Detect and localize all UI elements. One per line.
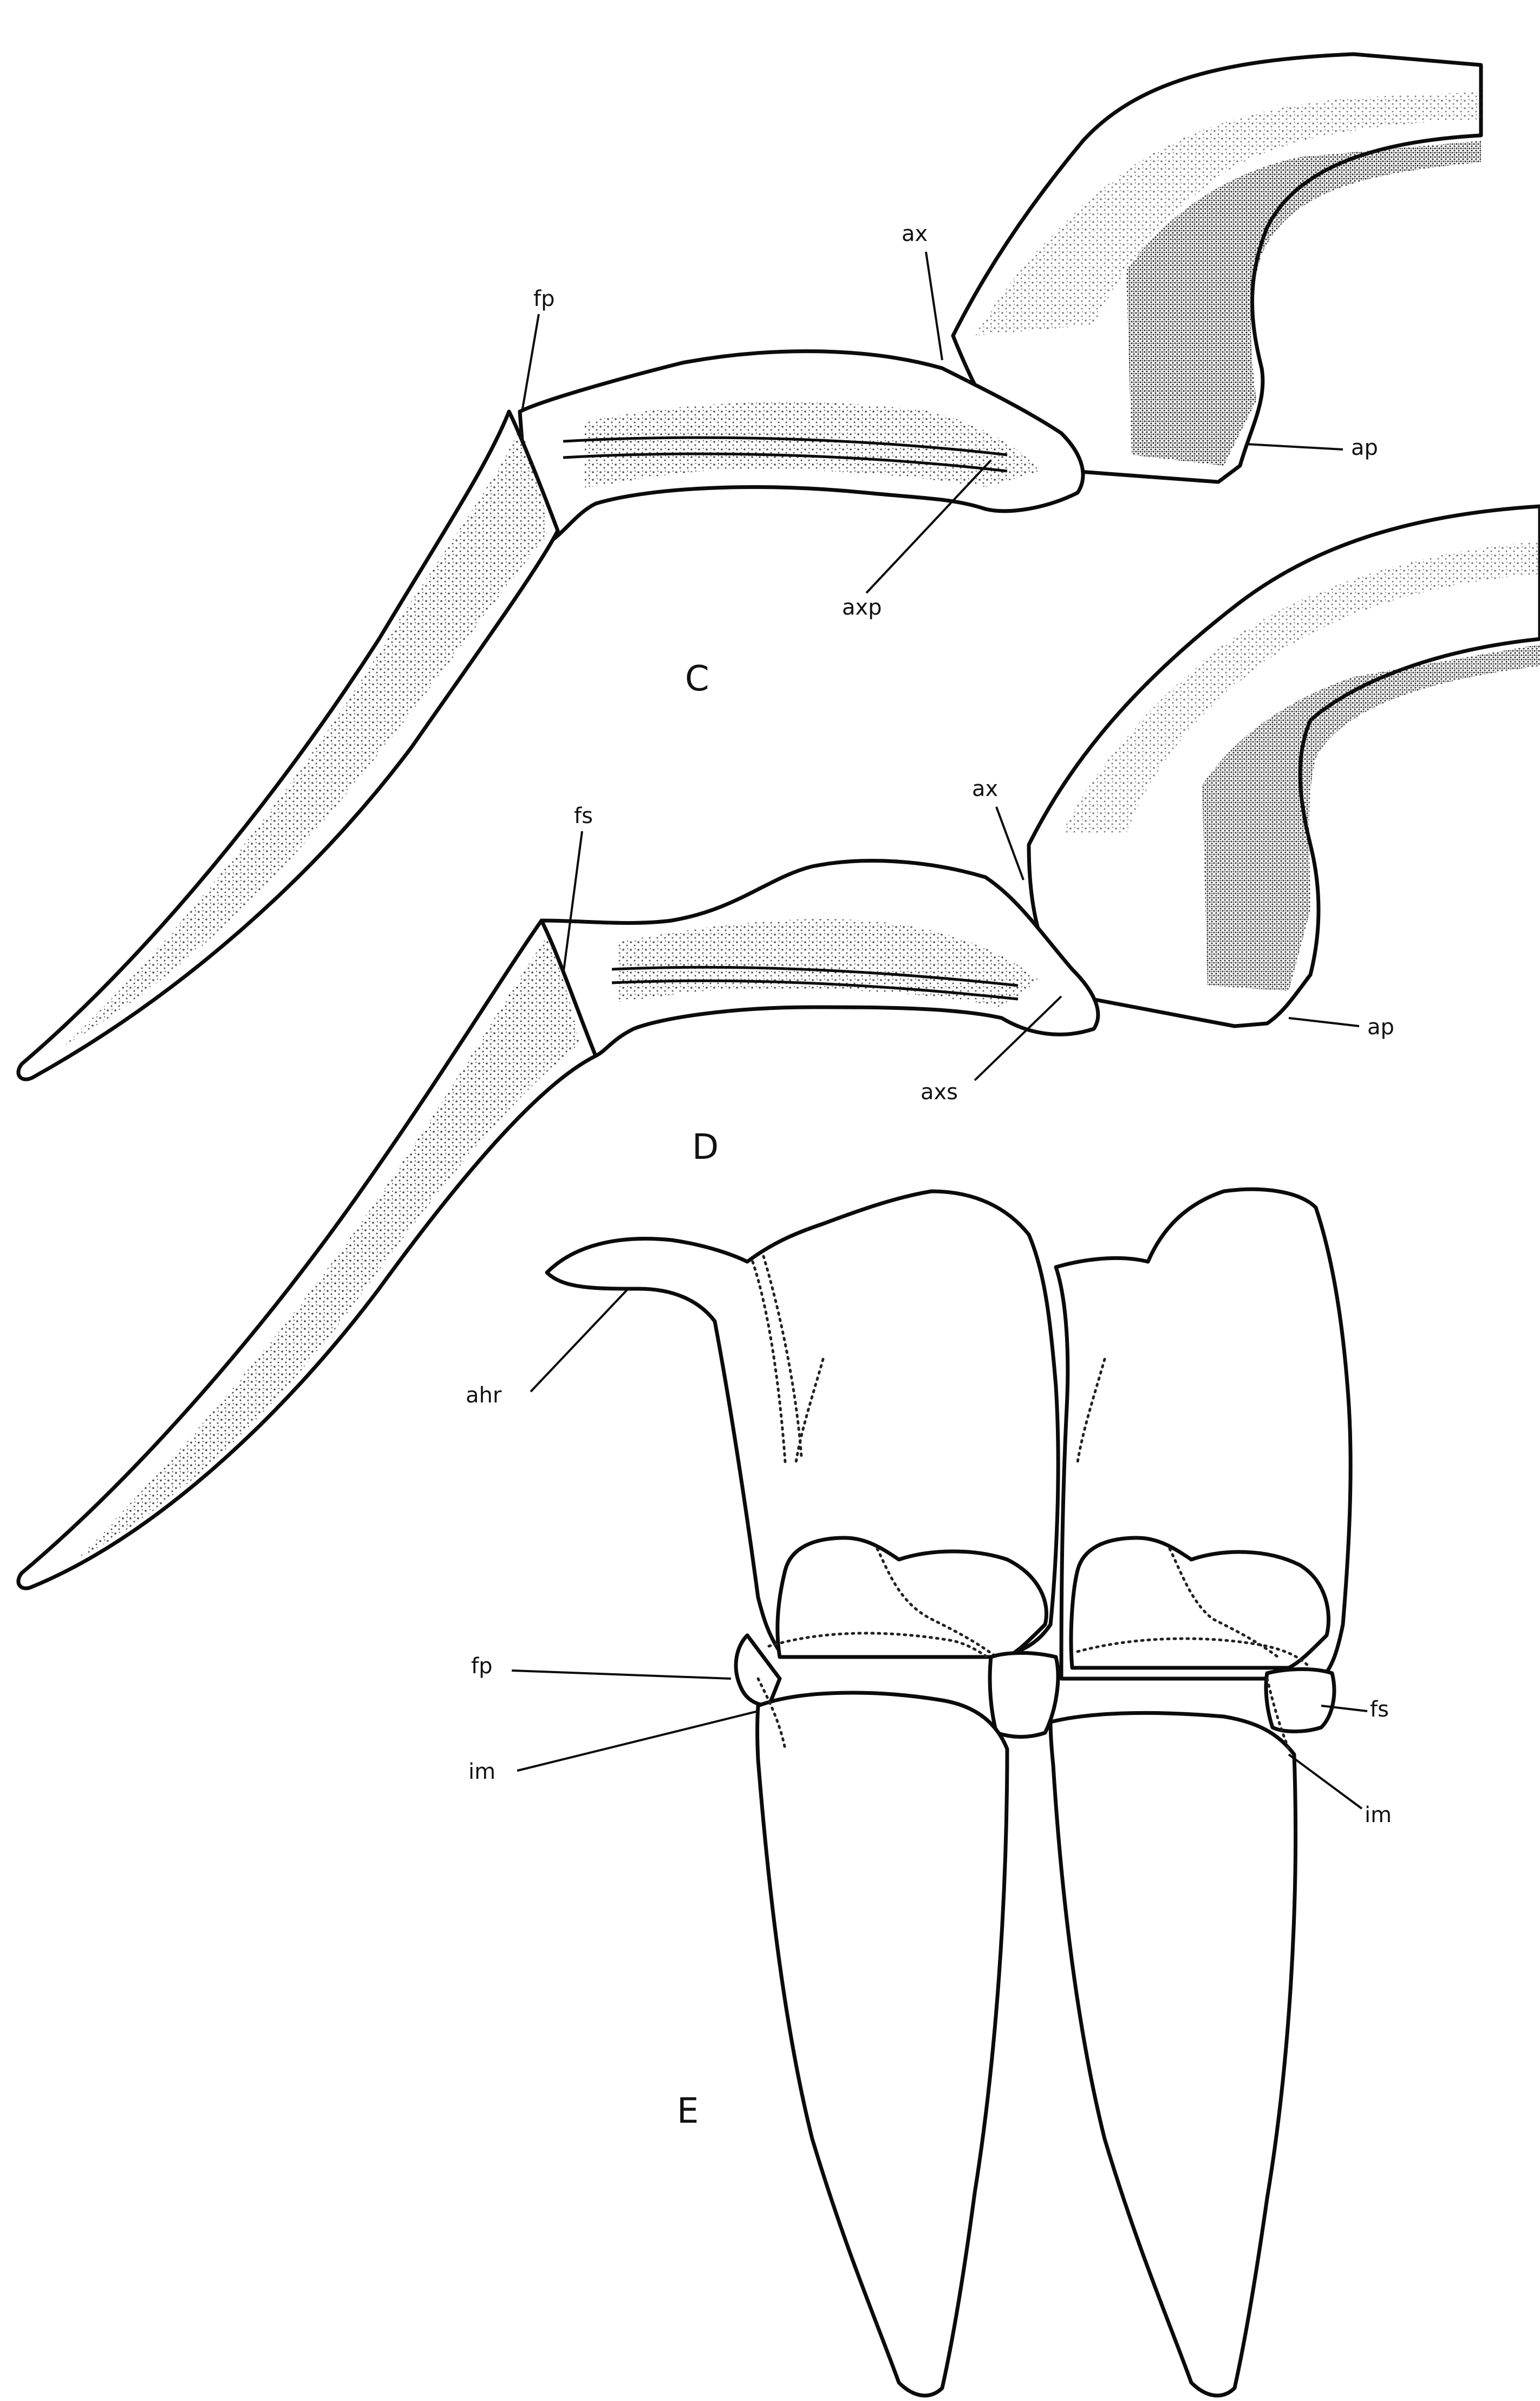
panel-letter-d: D [692,1127,719,1167]
leader-im-e-left [517,1711,758,1771]
panel-e-right-knob [1266,1669,1334,1732]
leader-fp-c [523,314,539,409]
label-ahr-e: ahr [466,1383,502,1408]
label-axs-d: axs [921,1080,958,1105]
leader-fp-e [512,1671,731,1679]
panel-e-right-claw [1050,1713,1296,2396]
label-ap-d: ap [1367,1015,1394,1040]
label-im-e-left: im [468,1759,495,1784]
leader-ax-d [996,807,1023,880]
panel-letter-e: E [677,2091,699,2131]
leader-im-e-right [1289,1754,1362,1809]
leader-ahr-e [531,1289,628,1392]
leader-ax-c [926,252,942,360]
leader-ap-c [1245,444,1343,449]
label-ax-d: ax [972,777,998,801]
label-fs-d: fs [574,804,593,828]
leader-ap-d [1289,1018,1359,1026]
label-fp-e: fp [471,1654,492,1679]
panel-e-center-knob [990,1653,1058,1737]
label-im-e-right: im [1365,1803,1392,1828]
panel-e-left-knob [736,1635,780,1706]
label-fs-e: fs [1370,1697,1389,1722]
panel-letter-c: C [685,659,709,699]
label-axp-c: axp [842,595,882,620]
label-ax-c: ax [902,221,928,246]
panel-e: ahr fp im fs im E [466,1189,1392,2396]
label-ap-c: ap [1351,435,1378,460]
label-fp-c: fp [533,286,554,311]
panel-e-left-claw [758,1693,1008,2396]
